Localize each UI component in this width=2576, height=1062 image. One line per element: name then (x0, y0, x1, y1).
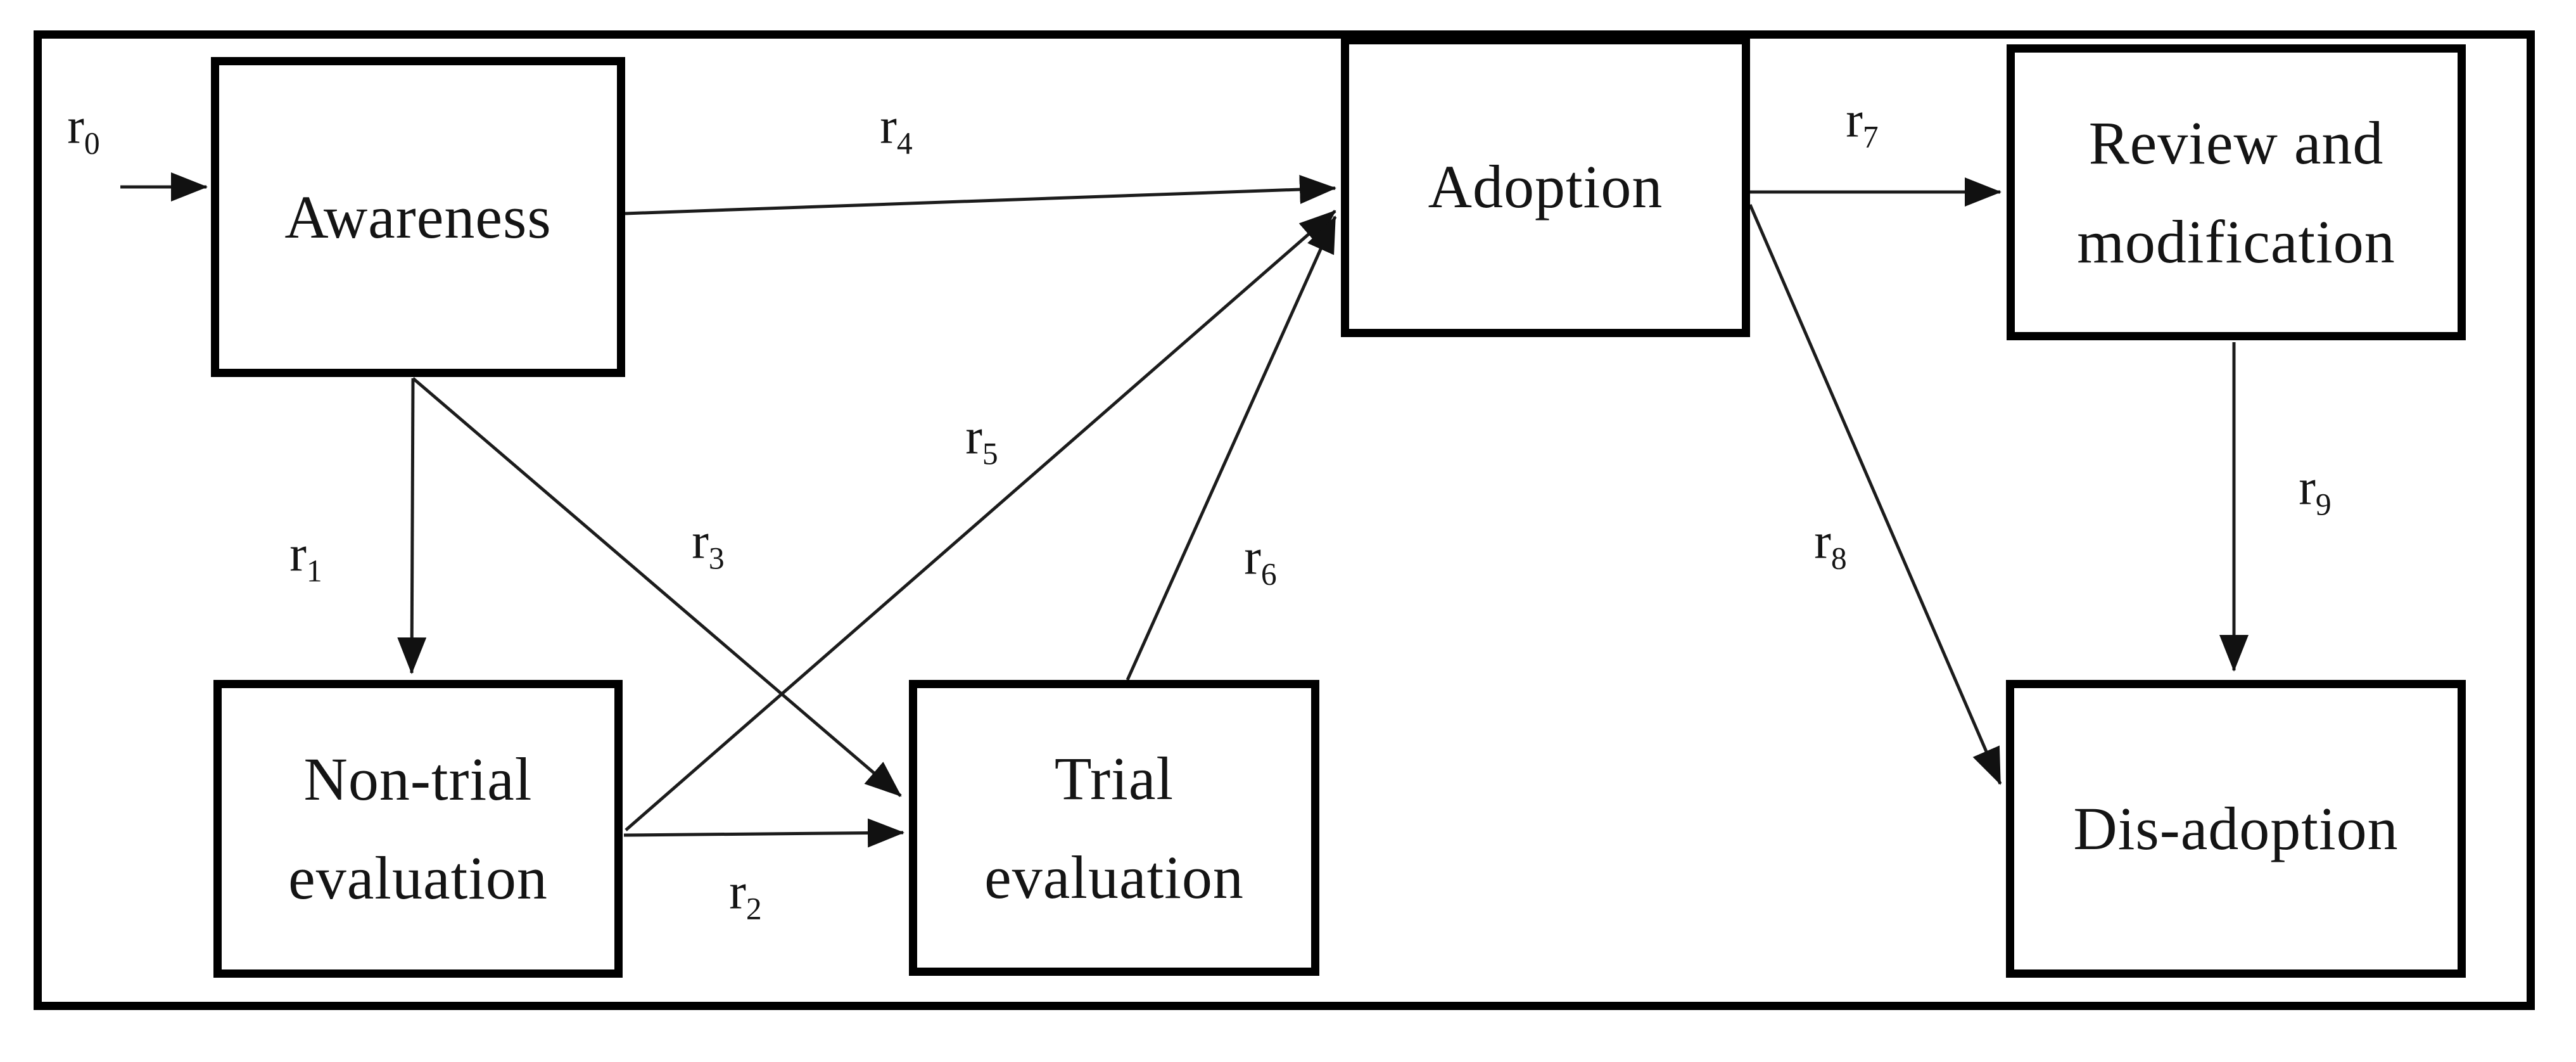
edge-r9-label-sub: 9 (2315, 487, 2332, 522)
edge-r9-label: r9 (2299, 459, 2331, 520)
edge-lines-group (120, 172, 2249, 848)
node-non-trial-evaluation-label: Non-trial (303, 745, 533, 814)
node-awareness: Awareness (211, 57, 625, 377)
edge-r5-arrow (625, 210, 1336, 831)
edge-r4-label-sub: 4 (896, 125, 913, 161)
edge-r4-label: r4 (880, 98, 912, 159)
edge-r4-arrow (625, 175, 1336, 215)
edge-r5-label-sub: 5 (982, 436, 998, 471)
edge-r2-label-sub: 2 (746, 891, 762, 926)
edge-r3-label-base: r (692, 513, 709, 570)
node-trial-evaluation-label: Trial (1054, 744, 1174, 812)
edge-r8-label: r8 (1814, 513, 1846, 574)
edge-r3-label-sub: 3 (708, 541, 725, 576)
edge-r8-arrow (1748, 204, 2002, 785)
edge-r7-label-sub: 7 (1862, 119, 1879, 155)
edge-r6-label: r6 (1244, 529, 1276, 590)
edge-r5-label-base: r (965, 409, 982, 465)
edge-r6-arrow (1126, 215, 1337, 681)
node-adoption: Adoption (1341, 36, 1750, 337)
edge-r0-label: r0 (67, 98, 99, 159)
edge-r1-label-sub: 1 (306, 553, 322, 589)
node-review-modification-label: Review and (2088, 108, 2384, 177)
outer-frame (34, 30, 2535, 1010)
edge-r7-label-base: r (1846, 92, 1863, 148)
edge-r1-label: r1 (289, 526, 322, 587)
node-review-modification-label: modification (2077, 207, 2395, 276)
edge-r0-label-sub: 0 (84, 125, 100, 161)
node-dis-adoption: Dis-adoption (2006, 680, 2466, 978)
edge-r9-label-base: r (2299, 459, 2316, 516)
edge-r5-label: r5 (965, 409, 998, 470)
node-trial-evaluation: Trial evaluation (909, 680, 1319, 976)
edge-r2-label: r2 (729, 864, 761, 924)
edge-r7-label: r7 (1846, 92, 1878, 153)
edge-r2-label-base: r (729, 864, 746, 920)
node-dis-adoption-label: Dis-adoption (2073, 795, 2399, 863)
edge-r4-label-base: r (880, 98, 897, 155)
edge-r8-label-base: r (1814, 513, 1831, 570)
node-review-modification: Review and modification (2007, 44, 2466, 340)
node-non-trial-evaluation-label: evaluation (288, 844, 548, 912)
edge-r0-label-base: r (67, 98, 84, 155)
edge-r6-label-base: r (1244, 529, 1261, 585)
node-trial-evaluation-label: evaluation (984, 843, 1244, 911)
node-non-trial-evaluation: Non-trial evaluation (213, 680, 623, 978)
edge-r3-arrow (412, 377, 902, 797)
node-adoption-label: Adoption (1428, 152, 1663, 221)
edge-r1-label-base: r (289, 526, 307, 582)
edge-r3-label: r3 (692, 513, 724, 574)
node-awareness-label: Awareness (284, 182, 552, 251)
edge-r6-label-sub: 6 (1260, 556, 1277, 592)
edge-r1-arrow (397, 378, 427, 674)
edge-r2-arrow (623, 818, 904, 848)
edge-r8-label-sub: 8 (1830, 541, 1847, 576)
